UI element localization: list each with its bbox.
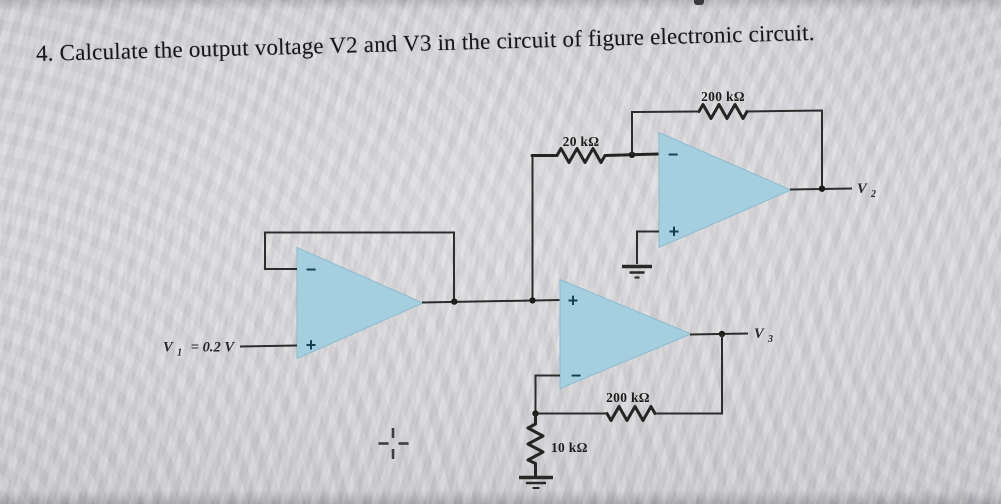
- ground-icon-mid: [622, 264, 652, 279]
- resistor-200k-bottom: 200 kΩ: [605, 390, 657, 422]
- wire-v1-input: [239, 344, 298, 348]
- opamp-buffer-plus-sign: +: [306, 335, 317, 355]
- resistor-20k: 20 kΩ: [530, 134, 661, 164]
- opamp-inverting-minus-sign: −: [668, 145, 679, 165]
- opamp-noninverting-body: [559, 278, 693, 390]
- v2-base: V: [857, 181, 868, 197]
- junction-dot-bus-riser: [529, 297, 536, 304]
- junction-dot-buffer-output: [451, 298, 458, 305]
- v2-sub: 2: [870, 189, 876, 200]
- wire-inverting-plus-to-ground: [636, 230, 659, 264]
- v3-output-label: V 3: [754, 326, 773, 345]
- v1-source-label: V 1 = 0.2 V: [163, 340, 235, 360]
- ground-icon-bottom: [519, 475, 553, 489]
- opamp-noninverting-plus-sign: +: [568, 291, 579, 311]
- v2-output-label: V 2: [857, 181, 876, 200]
- v3-sub: 3: [767, 334, 773, 345]
- photo-edge-artifact: [694, 0, 704, 5]
- opamp-buffer-minus-sign: −: [306, 260, 317, 280]
- resistor-200k-bottom-zigzag: [605, 405, 657, 422]
- wire-noninverting-feedback: [534, 334, 723, 415]
- resistor-10k-zigzag: [526, 412, 545, 478]
- opamp-inverting: − +: [658, 131, 793, 249]
- v1-sub: 1: [177, 348, 182, 359]
- opamp-noninverting-minus-sign: −: [571, 366, 582, 386]
- wire-buffer-output-bus: [421, 299, 561, 304]
- resistor-200k-bottom-label: 200 kΩ: [606, 390, 650, 405]
- opamp-noninverting: + −: [559, 278, 693, 390]
- resistor-10k-label: 10 kΩ: [551, 440, 588, 455]
- v1-value: = 0.2 V: [191, 340, 236, 356]
- wire-inverting-feedback: [631, 109, 823, 189]
- resistor-20k-label: 20 kΩ: [563, 134, 600, 149]
- wire-buffer-feedback: [264, 231, 455, 301]
- resistor-200k-top-zigzag: [697, 103, 749, 120]
- opamp-buffer: − +: [296, 246, 425, 360]
- junction-dot-v2-output: [818, 185, 826, 192]
- opamp-buffer-body: [296, 246, 425, 360]
- crosshair-icon: [378, 428, 409, 459]
- resistor-10k: 10 kΩ: [526, 412, 588, 478]
- opamp-inverting-plus-sign: +: [669, 222, 680, 242]
- v3-base: V: [754, 326, 765, 342]
- resistor-20k-zigzag: [530, 147, 661, 164]
- resistor-200k-top: 200 kΩ: [697, 89, 749, 120]
- v1-base: V: [163, 340, 174, 356]
- opamp-inverting-body: [658, 131, 793, 249]
- resistor-200k-top-label: 200 kΩ: [701, 89, 745, 104]
